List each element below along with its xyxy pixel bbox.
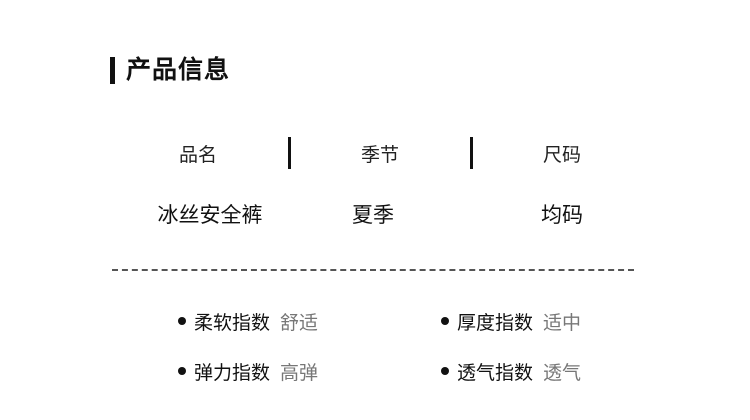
section-title: 产品信息 (126, 55, 231, 84)
attribute-label: 透气指数 (457, 361, 534, 384)
attribute-label: 弹力指数 (194, 361, 271, 384)
attribute-thickness: 厚度指数 适中 (441, 306, 581, 336)
bullet-dot (441, 367, 449, 375)
value-product-name: 冰丝安全裤 (157, 203, 263, 227)
value-size: 均码 (541, 203, 583, 227)
column-divider (288, 137, 291, 169)
header-season: 季节 (360, 144, 399, 166)
title-accent-bar (110, 57, 115, 84)
attribute-value: 透气 (543, 361, 582, 384)
dashed-divider (112, 269, 634, 271)
attribute-softness: 柔软指数 舒适 (178, 306, 318, 336)
bullet-dot (178, 367, 186, 375)
header-size: 尺码 (542, 144, 581, 166)
header-product-name: 品名 (178, 144, 217, 166)
bullet-dot (441, 317, 449, 325)
attribute-label: 厚度指数 (457, 311, 534, 334)
attribute-value: 舒适 (280, 311, 319, 334)
attribute-value: 适中 (543, 311, 582, 334)
value-season: 夏季 (352, 203, 394, 227)
attribute-value: 高弹 (280, 361, 319, 384)
attribute-breathability: 透气指数 透气 (441, 356, 581, 386)
bullet-dot (178, 317, 186, 325)
attribute-label: 柔软指数 (194, 311, 271, 334)
column-divider (470, 137, 473, 169)
attribute-elasticity: 弹力指数 高弹 (178, 356, 318, 386)
